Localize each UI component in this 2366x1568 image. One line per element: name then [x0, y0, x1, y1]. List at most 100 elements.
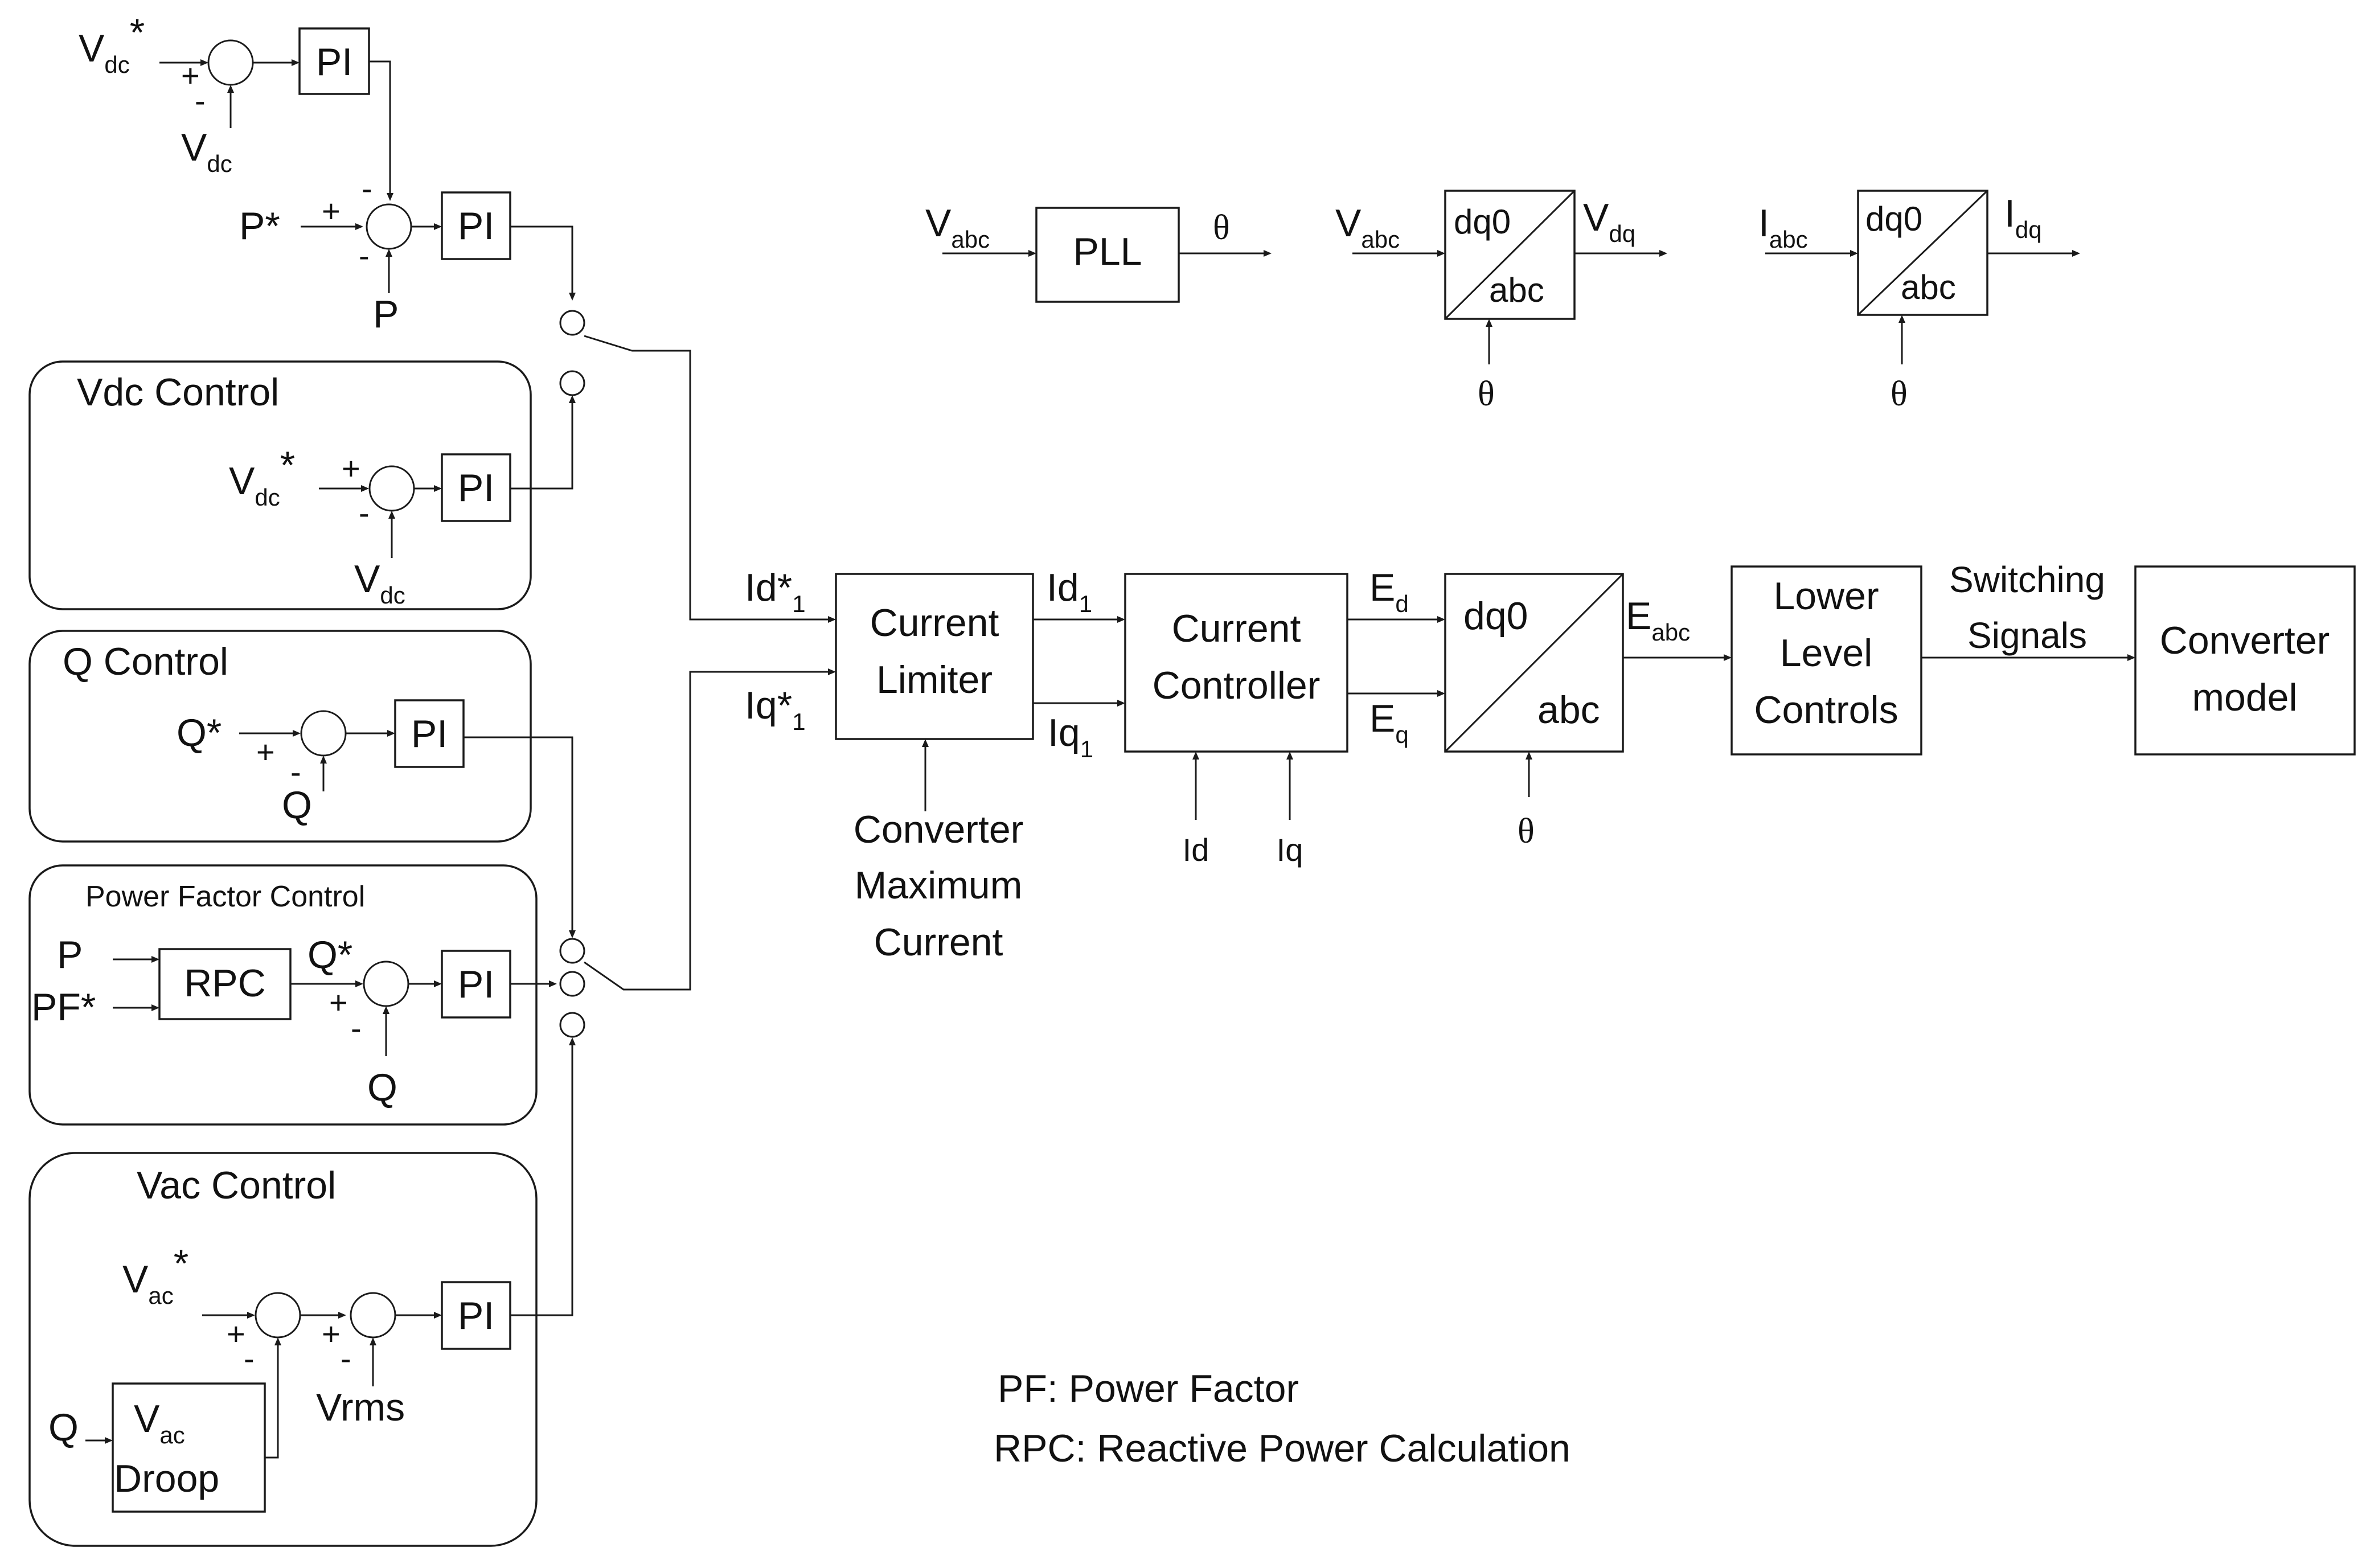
power-factor-control-group: Power Factor Control P PF* RPC Q* + - Q … — [28, 864, 557, 1126]
q-control-group: Q Control Q* + - Q PI — [28, 630, 576, 938]
vac-control-group: Vac Control Vac* + - + - Vrms PI Q Vac D… — [28, 1037, 576, 1547]
pi-label: PI — [458, 963, 494, 1006]
voltage-reference-signals: Ed Eq — [1347, 566, 1445, 748]
vdc-ref-label: Vdc* — [79, 11, 145, 78]
dq0-label: dq0 — [1463, 594, 1528, 638]
lower-level-controls-label: Controls — [1754, 688, 1898, 732]
current-limiter-label: Current — [870, 601, 999, 645]
summing-junction — [350, 1292, 396, 1339]
summing-junction — [366, 203, 412, 250]
switch-contact — [559, 938, 585, 964]
group-title: Power Factor Control — [85, 880, 365, 913]
iabc-label: Iabc — [1758, 202, 1808, 253]
summing-junction — [363, 960, 409, 1007]
dq0-to-abc-block: dq0 abc θ Eabc — [1444, 573, 1732, 851]
svg-text:+: + — [227, 1316, 245, 1352]
legend-pf: PF: Power Factor — [998, 1367, 1299, 1410]
q-input-label: Q — [48, 1406, 79, 1449]
abc-label: abc — [1489, 271, 1544, 309]
converter-model-label: Converter — [2160, 619, 2330, 662]
p-loop: P* + - - P PI — [239, 170, 576, 336]
vac-droop-block — [112, 1382, 266, 1513]
switching-signals-label: Signals — [1967, 615, 2087, 656]
iq-ref-label: Iq*1 — [745, 684, 806, 735]
pi-label: PI — [458, 1294, 494, 1337]
svg-text:+: + — [322, 193, 341, 229]
legend: PF: Power Factor RPC: Reactive Power Cal… — [994, 1367, 1571, 1470]
current-controller-label: Controller — [1153, 664, 1321, 707]
vdq-label: Vdq — [1583, 196, 1635, 247]
id-ref-label: Id*1 — [745, 566, 806, 617]
d-axis-selector-switch — [559, 310, 836, 623]
pll-label: PLL — [1073, 230, 1142, 273]
converter-max-current-label: Maximum — [855, 864, 1023, 907]
current-limiter-box — [835, 573, 1034, 740]
svg-text:-: - — [359, 237, 370, 273]
lower-level-controls-label: Level — [1780, 631, 1873, 675]
svg-text:-: - — [362, 170, 372, 206]
pi-block — [441, 1281, 511, 1350]
pi-label: PI — [411, 712, 448, 756]
dq0-label: dq0 — [1865, 200, 1922, 238]
abc-label: abc — [1537, 688, 1600, 732]
pi-label: PI — [316, 40, 352, 84]
switch-contact — [559, 971, 585, 997]
voltage-transform-section: Vabc dq0 abc Vdq θ — [1335, 190, 1667, 413]
svg-text:+: + — [329, 984, 348, 1020]
dq0-label: dq0 — [1454, 203, 1511, 241]
vac-droop-label: Vac — [134, 1397, 185, 1448]
vdc-outer-loop: Vdc* + - Vdc PI — [79, 11, 393, 201]
switch-contact — [559, 310, 585, 336]
theta-label: θ — [1891, 375, 1908, 413]
svg-text:+: + — [322, 1316, 341, 1352]
summing-junction — [255, 1292, 301, 1339]
svg-text:-: - — [244, 1340, 255, 1376]
q-feedback-label: Q — [367, 1066, 397, 1109]
lower-level-controls-box — [1731, 565, 1922, 756]
current-limiter-label: Limiter — [876, 658, 993, 701]
plus-sign: + — [181, 58, 200, 93]
theta-label: θ — [1213, 208, 1230, 247]
q-axis-selector-switch — [559, 668, 836, 1038]
pi-label: PI — [458, 466, 494, 510]
lower-level-controls-label: Lower — [1773, 574, 1879, 618]
p-input-label: P — [57, 933, 83, 976]
current-controller-box — [1124, 573, 1348, 753]
converter-model-block: Converter model — [2134, 565, 2356, 756]
iq-feedback-label: Iq — [1277, 832, 1303, 868]
svg-text:-: - — [359, 495, 370, 531]
converter-max-current-label: Converter — [854, 808, 1024, 851]
pi-block — [394, 699, 465, 768]
group-frame — [28, 1152, 538, 1547]
switch-contact — [559, 1012, 585, 1038]
id-feedback-label: Id — [1183, 832, 1209, 868]
vdc-control-group: Vdc Control Vdc* + - Vdc PI — [28, 360, 576, 610]
pi-block — [441, 950, 511, 1019]
eabc-label: Eabc — [1626, 594, 1690, 646]
pi-label: PI — [458, 204, 494, 248]
limited-current-signals: Id1 Iq1 — [1033, 566, 1125, 762]
vdc-ref-label: Vdc* — [229, 444, 295, 511]
current-controller-block: Current Controller Id Iq — [1124, 573, 1348, 868]
summing-junction — [368, 465, 415, 512]
svg-text:-: - — [290, 754, 301, 790]
group-title: Vdc Control — [77, 371, 279, 414]
vdc-feedback-label: Vdc — [354, 557, 405, 609]
p-feedback-label: P — [373, 293, 399, 336]
vac-ref-label: Vac* — [122, 1242, 188, 1309]
switching-signals-label: Switching — [1949, 559, 2105, 600]
q-ref-label: Q* — [307, 933, 352, 976]
vabc-label: Vabc — [1335, 202, 1400, 253]
vac-droop-label: Droop — [114, 1457, 219, 1500]
svg-text:+: + — [342, 450, 360, 486]
summing-junction — [207, 39, 254, 86]
legend-rpc: RPC: Reactive Power Calculation — [994, 1427, 1571, 1470]
pf-ref-label: PF* — [31, 986, 96, 1029]
svg-text:-: - — [341, 1340, 351, 1376]
iq1-label: Iq1 — [1048, 711, 1093, 762]
pll-section: Vabc PLL θ — [925, 202, 1272, 303]
idq-label: Idq — [2004, 192, 2042, 243]
vrms-label: Vrms — [316, 1386, 405, 1429]
group-frame — [28, 864, 538, 1126]
current-limiter-block: Current Limiter Converter Maximum Curren… — [835, 573, 1034, 964]
